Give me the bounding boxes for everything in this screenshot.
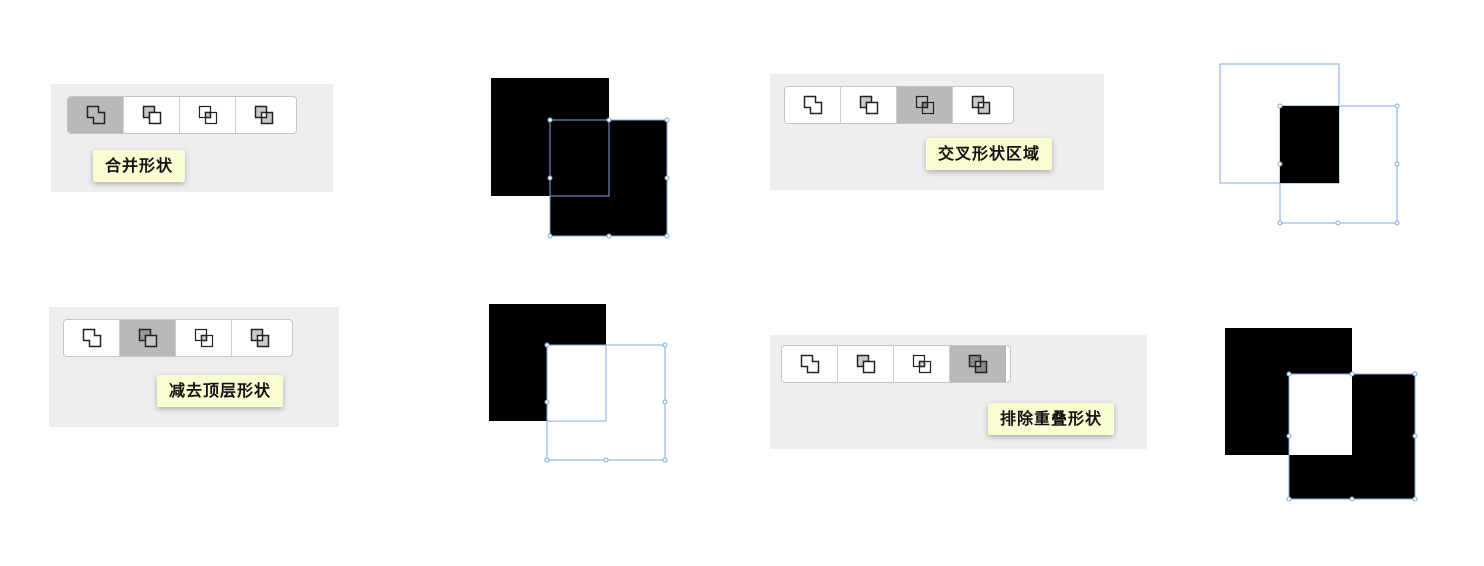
pathfinder-panel-unite: 合并形状: [51, 84, 333, 192]
pathfinder-panel-exclude: 排除重叠形状: [770, 335, 1147, 449]
back-square-outline: [546, 344, 607, 422]
tooltip: 排除重叠形状: [988, 403, 1115, 435]
exclude-icon: [971, 95, 991, 115]
anchor-points: [1277, 103, 1400, 226]
unite-button[interactable]: [68, 97, 124, 133]
tooltip: 交叉形状区域: [926, 138, 1053, 170]
minus-front-icon: [859, 95, 878, 115]
intersect-button[interactable]: [897, 87, 953, 123]
intersect-result-preview: [1219, 63, 1400, 226]
anchor-points: [1286, 371, 1418, 502]
unite-button[interactable]: [782, 346, 838, 382]
intersect-icon: [912, 354, 931, 374]
excluded-shape: [1225, 328, 1415, 499]
shape-mode-buttons: [784, 86, 1014, 124]
front-square-outline: [549, 119, 610, 197]
pathfinder-panel-minus: 减去顶层形状: [49, 307, 339, 427]
minus-front-button[interactable]: [124, 97, 180, 133]
anchor-points: [547, 117, 670, 239]
exclude-button[interactable]: [950, 346, 1006, 382]
minus-front-icon: [856, 354, 875, 374]
minus-result-preview: [489, 304, 668, 463]
unite-icon: [86, 105, 105, 125]
unite-result-preview: [491, 78, 670, 239]
exclude-button[interactable]: [236, 97, 292, 133]
shape-mode-buttons: [781, 345, 1011, 383]
minus-front-button[interactable]: [120, 320, 176, 356]
exclude-result-preview: [1225, 328, 1418, 502]
intersect-icon: [194, 328, 213, 348]
exclude-icon: [250, 328, 270, 348]
intersect-button[interactable]: [894, 346, 950, 382]
minus-front-icon: [138, 328, 157, 348]
united-shape: [491, 78, 667, 236]
anchor-points: [544, 342, 668, 463]
pathfinder-panel-intersect: 交叉形状区域: [770, 74, 1104, 190]
exclude-icon: [254, 105, 274, 125]
intersect-button[interactable]: [180, 97, 236, 133]
shape-mode-buttons: [67, 96, 297, 134]
exclude-button[interactable]: [232, 320, 288, 356]
unite-icon: [82, 328, 101, 348]
tooltip: 合并形状: [93, 150, 186, 182]
unite-icon: [803, 95, 822, 115]
intersect-button[interactable]: [176, 320, 232, 356]
tooltip: 减去顶层形状: [157, 375, 284, 407]
unite-button[interactable]: [785, 87, 841, 123]
intersect-icon: [915, 95, 934, 115]
minus-front-button[interactable]: [841, 87, 897, 123]
exclude-button[interactable]: [953, 87, 1009, 123]
unite-icon: [800, 354, 819, 374]
remaining-shape: [489, 304, 606, 421]
shape-mode-buttons: [63, 319, 293, 357]
exclude-icon: [968, 354, 988, 374]
intersect-icon: [198, 105, 217, 125]
minus-front-icon: [142, 105, 161, 125]
minus-front-button[interactable]: [838, 346, 894, 382]
intersected-shape: [1280, 106, 1339, 183]
unite-button[interactable]: [64, 320, 120, 356]
